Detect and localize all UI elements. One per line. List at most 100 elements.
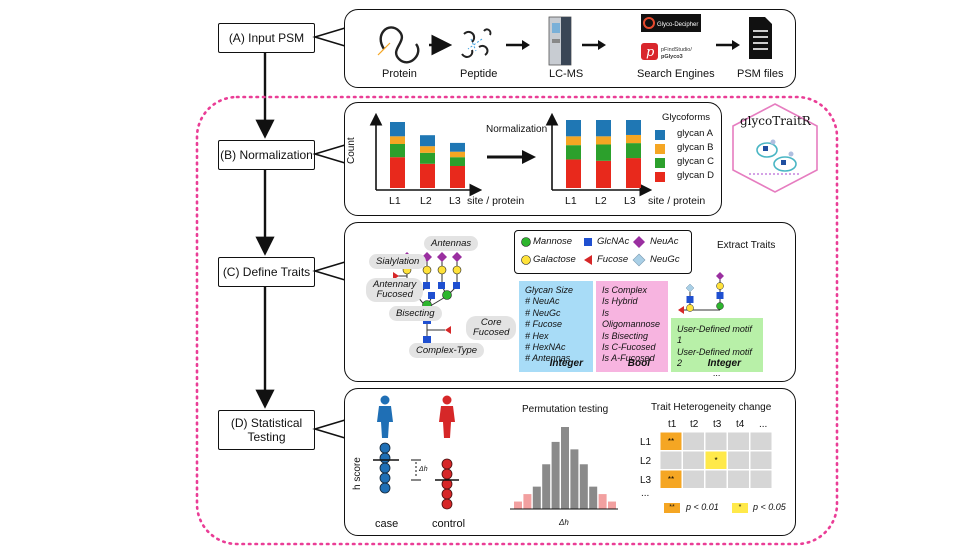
protein-icon (377, 26, 420, 64)
case-dot (379, 472, 391, 484)
legend-swatch-glycan-D (655, 172, 665, 182)
trait-is-a-fucosed: Is A-Fucosed (602, 353, 655, 364)
bar-l2-glycan-C (596, 144, 611, 161)
trait-hexnac-count: # HexNAc (525, 342, 566, 353)
fucose-symbol (584, 255, 592, 265)
hetero-row-l1: L1 (640, 437, 652, 448)
control-dot (441, 468, 453, 480)
bar-l1-glycan-A (566, 120, 581, 137)
heat-cell-mark: * (714, 456, 717, 465)
norm-l1-left: L1 (389, 195, 401, 207)
bar-l3-glycan-B (626, 134, 641, 144)
case-label: case (375, 518, 399, 530)
pill-bisecting: Bisecting (389, 306, 442, 321)
pointer-c (312, 261, 346, 281)
control-dot (441, 488, 453, 500)
control-dot (441, 458, 453, 470)
perm-bar (542, 464, 551, 509)
pill-antennary-line1: Antennary (373, 279, 417, 290)
pill-core-line1: Core (480, 317, 502, 328)
norm-xaxis-left: site / protein (467, 195, 525, 207)
perm-bar (561, 427, 569, 509)
step-statistical-label-1: (D) Statistical (230, 416, 303, 430)
trait-is-c-fucosed: Is C-Fucosed (602, 342, 656, 353)
legend-swatch-glycan-B (655, 144, 665, 154)
bar-l3-glycan-A (626, 120, 641, 135)
bar-l1-glycan-A (390, 122, 405, 137)
pill-core-line2: Fucosed (473, 327, 510, 338)
norm-l1-right: L1 (565, 195, 577, 207)
norm-arrow-label: Normalization (486, 124, 548, 135)
pfind-letter: p (646, 45, 655, 60)
mono-mannose: Mannose (533, 236, 573, 247)
heat-cell (749, 450, 773, 470)
hetero-col-t1: t1 (668, 419, 677, 430)
pill-sialylation: Sialylation (369, 254, 427, 269)
hetero-row-more: ... (641, 488, 650, 499)
trait-hex-count: # Hex (525, 330, 549, 341)
pointer-a (312, 27, 346, 47)
bar-l2-glycan-D (420, 163, 435, 188)
label-peptide: Peptide (460, 68, 498, 80)
legend-p01-text: p < 0.01 (686, 502, 719, 512)
mono-neugc: NeuGc (650, 254, 680, 265)
permutation-histogram (510, 427, 618, 510)
heat-cell (704, 431, 728, 451)
pill-complex-type: Complex-Type (409, 343, 485, 358)
normalization-charts (369, 112, 665, 197)
bar-l1-glycan-C (566, 145, 581, 160)
bar-l2-glycan-B (420, 146, 435, 153)
glyco-decipher-logo (641, 14, 701, 32)
heat-cell (727, 431, 750, 451)
trait-glycan-size: Glycan Size (525, 285, 574, 295)
case-dot (379, 452, 391, 464)
trait-motif-1: User-Defined motif 1 (677, 324, 752, 346)
bar-l1-glycan-D (390, 157, 405, 188)
hetero-row-l3: L3 (640, 475, 652, 486)
bar-l1-glycan-B (390, 136, 405, 144)
mono-fucose: Fucose (597, 254, 629, 265)
heat-cell-mark: ** (668, 475, 674, 484)
legend-p01-mark: ** (669, 504, 675, 511)
step-define-traits: (C) Define Traits (218, 257, 315, 287)
mono-neuac: NeuAc (650, 236, 679, 247)
neugc-symbol (632, 253, 646, 267)
bar-l2-glycan-C (420, 152, 435, 164)
bar-l3-glycan-D (626, 158, 641, 188)
pointer-d (312, 419, 346, 439)
control-person-icon (439, 395, 455, 438)
heat-cell (749, 469, 773, 489)
pill-antennary-line2: Fucosed (376, 289, 413, 300)
perm-bar (551, 441, 560, 509)
hetero-col-t2: t2 (690, 419, 699, 430)
glycotraitr-logo (732, 103, 818, 193)
norm-legend-title: Glycoforms (662, 112, 711, 123)
galactose-symbol (521, 255, 531, 265)
lcms-icon (548, 16, 572, 66)
motif-glycan (678, 272, 724, 314)
legend-p05-swatch: * (732, 503, 748, 513)
legend-glycan-c: glycan C (677, 156, 714, 167)
mannose-symbol (521, 237, 531, 247)
norm-xaxis-right: site / protein (648, 195, 706, 207)
norm-l2-left: L2 (420, 195, 432, 207)
legend-swatch-glycan-C (655, 158, 665, 168)
case-dot (379, 442, 391, 454)
perm-bar (589, 486, 598, 509)
control-dot (441, 498, 453, 510)
heat-cell (704, 469, 728, 489)
mono-galactose: Galactose (533, 254, 576, 265)
trait-is-hybrid: Is Hybrid (602, 296, 638, 307)
step-input-psm-label: (A) Input PSM (228, 31, 305, 45)
legend-glycan-b: glycan B (677, 142, 714, 153)
bar-l2-glycan-B (596, 136, 611, 145)
label-lcms: LC-MS (549, 68, 584, 80)
label-protein: Protein (382, 68, 417, 80)
pfind-line2: pGlyco3 (661, 54, 683, 60)
legend-glycan-d: glycan D (677, 170, 714, 181)
legend-swatch-glycan-A (655, 130, 665, 140)
perm-xlabel: Δh (559, 518, 569, 527)
control-label: control (432, 518, 466, 530)
trait-is-complex: Is Complex (602, 285, 648, 295)
hetero-title: Trait Heterogeneity change (651, 402, 772, 413)
